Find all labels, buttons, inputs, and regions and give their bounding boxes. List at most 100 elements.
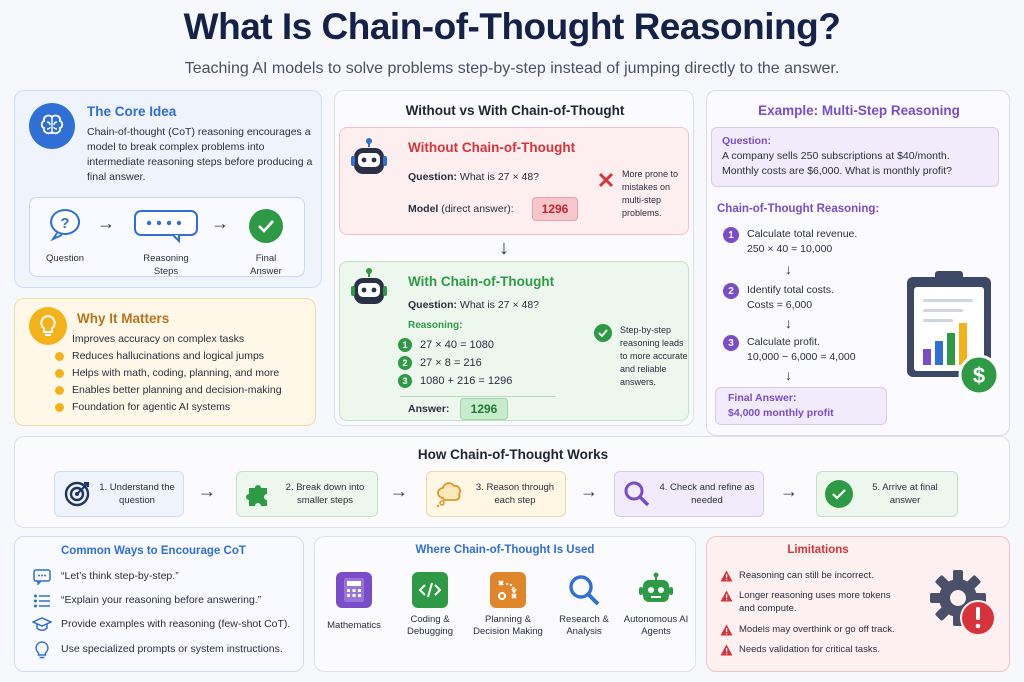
page-subtitle: Teaching AI models to solve problems ste… xyxy=(184,60,840,77)
final-answer-label: Final Answer: xyxy=(728,392,797,404)
bullet-dot-icon xyxy=(55,403,64,412)
flow-arrow-1: → xyxy=(97,213,115,233)
robot-icon xyxy=(638,572,674,608)
ways-item: “Let’s think step-by-step.” xyxy=(61,570,179,582)
ways-item: Use specialized prompts or system instru… xyxy=(61,643,283,655)
down-arrow-icon: ↓ xyxy=(785,367,792,383)
common-ways-panel: Common Ways to Encourage CoT “Let’s thin… xyxy=(14,536,304,672)
gear-warning-icon xyxy=(928,566,998,640)
without-cot-heading: Without Chain-of-Thought xyxy=(408,140,576,155)
code-icon xyxy=(412,572,448,608)
step-number-badge: 3 xyxy=(723,335,739,351)
why-matters-panel: Why It Matters Improves accuracy on comp… xyxy=(14,298,316,426)
example-question-text: A company sells 250 subscriptions at $40… xyxy=(722,150,952,177)
flow-arrow: → xyxy=(390,481,408,501)
question-bubble-icon: ? xyxy=(47,207,83,241)
without-question-text: What is 27 × 48? xyxy=(459,171,540,183)
why-matters-list: Improves accuracy on complex tasks Reduc… xyxy=(55,331,311,416)
comparison-panel: Without vs With Chain-of-Thought Without… xyxy=(334,90,694,426)
with-note: Step-by-step reasoning leads to more acc… xyxy=(620,325,688,387)
with-question-row: Question: What is 27 × 48? xyxy=(408,298,539,313)
example-question-label: Question: xyxy=(722,135,771,147)
flow-label-final: Final Answer xyxy=(250,253,282,277)
flow-arrow: → xyxy=(198,481,216,501)
why-item: Foundation for agentic AI systems xyxy=(55,399,311,416)
chat-icon xyxy=(33,569,51,585)
example-step: 3 Calculate profit.10,000 − 6,000 = 4,00… xyxy=(723,335,856,365)
flow-label-reasoning: Reasoning Steps xyxy=(143,253,189,277)
robot-icon xyxy=(350,138,388,182)
warning-icon xyxy=(720,644,733,656)
use-item-coding: Coding & Debugging xyxy=(390,572,470,638)
limitation-item: Reasoning can still be incorrect. xyxy=(720,569,900,582)
comparison-heading: Without vs With Chain-of-Thought xyxy=(405,103,625,118)
how-it-works-heading: How Chain-of-Thought Works xyxy=(417,447,609,462)
how-step: 3. Reason through each step xyxy=(426,471,566,517)
with-cot-card: With Chain-of-Thought Question: What is … xyxy=(339,261,689,421)
step-number-badge: 3 xyxy=(398,374,412,388)
with-divider xyxy=(400,396,556,397)
example-reasoning-heading: Chain-of-Thought Reasoning: xyxy=(717,203,880,215)
step-number-badge: 2 xyxy=(723,283,739,299)
without-model-label: Model xyxy=(408,203,439,215)
with-cot-heading: With Chain-of-Thought xyxy=(408,274,555,289)
bullet-dot-icon xyxy=(55,352,64,361)
how-step: 5. Arrive at final answer xyxy=(816,471,958,517)
list-icon xyxy=(33,593,51,609)
example-step: 2 Identify total costs.Costs = 6,000 xyxy=(723,283,834,313)
final-answer-box: Final Answer: $4,000 monthly profit xyxy=(715,387,887,425)
with-reasoning-label: Reasoning: xyxy=(408,320,463,331)
example-question-box: Question: A company sells 250 subscripti… xyxy=(711,127,999,187)
clipboard-chart-icon: $ xyxy=(905,267,1001,397)
bullet-dot-icon xyxy=(55,369,64,378)
lightbulb-icon xyxy=(29,307,67,345)
ways-item: “Explain your reasoning before answering… xyxy=(61,594,262,606)
how-step: 1. Understand the question xyxy=(54,471,184,517)
where-used-heading: Where Chain-of-Thought Is Used xyxy=(415,544,595,556)
flow-arrow: → xyxy=(580,481,598,501)
ways-item: Provide examples with reasoning (few-sho… xyxy=(61,618,291,630)
graduation-cap-icon xyxy=(32,617,52,633)
use-item-mathematics: Mathematics xyxy=(314,572,394,632)
svg-text:$: $ xyxy=(973,363,985,388)
check-circle-icon xyxy=(825,480,853,508)
limitations-heading: Limitations xyxy=(787,544,849,556)
flow-arrow: → xyxy=(780,481,798,501)
with-answer-label: Answer: xyxy=(408,403,450,415)
step-number-badge: 1 xyxy=(723,227,739,243)
warning-icon xyxy=(720,590,733,602)
without-model-row: Model (direct answer): xyxy=(408,202,514,217)
limitation-item: Models may overthink or go off track. xyxy=(720,623,900,636)
down-arrow-icon: ↓ xyxy=(499,237,509,259)
example-heading: Example: Multi-Step Reasoning xyxy=(758,103,960,118)
limitation-item: Longer reasoning uses more tokens and co… xyxy=(720,589,900,615)
step-number-badge: 2 xyxy=(398,356,412,370)
without-answer-badge: 1296 xyxy=(532,197,578,221)
warning-icon xyxy=(720,570,733,582)
example-step: 1 Calculate total revenue.250 × 40 = 10,… xyxy=(723,227,857,257)
check-circle-icon xyxy=(594,324,612,342)
where-used-panel xyxy=(314,536,696,672)
how-step: 2. Break down into smaller steps xyxy=(236,471,378,517)
without-note: More prone to mistakes on multi-step pro… xyxy=(622,169,679,218)
strategy-icon xyxy=(490,572,526,608)
why-matters-heading: Why It Matters xyxy=(77,311,170,326)
lightbulb-icon xyxy=(34,641,50,659)
with-answer-badge: 1296 xyxy=(460,398,508,420)
example-panel: Example: Multi-Step Reasoning Question: … xyxy=(706,90,1010,436)
flow-arrow-2: → xyxy=(211,213,229,233)
use-item-agents: Autonomous AI Agents xyxy=(616,572,696,638)
with-question-text: What is 27 × 48? xyxy=(459,299,540,311)
magnifier-icon xyxy=(566,572,602,608)
svg-text:?: ? xyxy=(60,215,69,232)
warning-icon xyxy=(720,624,733,636)
brain-icon xyxy=(29,103,75,149)
magnifier-icon xyxy=(623,480,651,508)
down-arrow-icon: ↓ xyxy=(785,261,792,277)
target-icon xyxy=(63,480,91,508)
common-ways-heading: Common Ways to Encourage CoT xyxy=(61,545,246,557)
check-circle-icon xyxy=(249,209,283,243)
